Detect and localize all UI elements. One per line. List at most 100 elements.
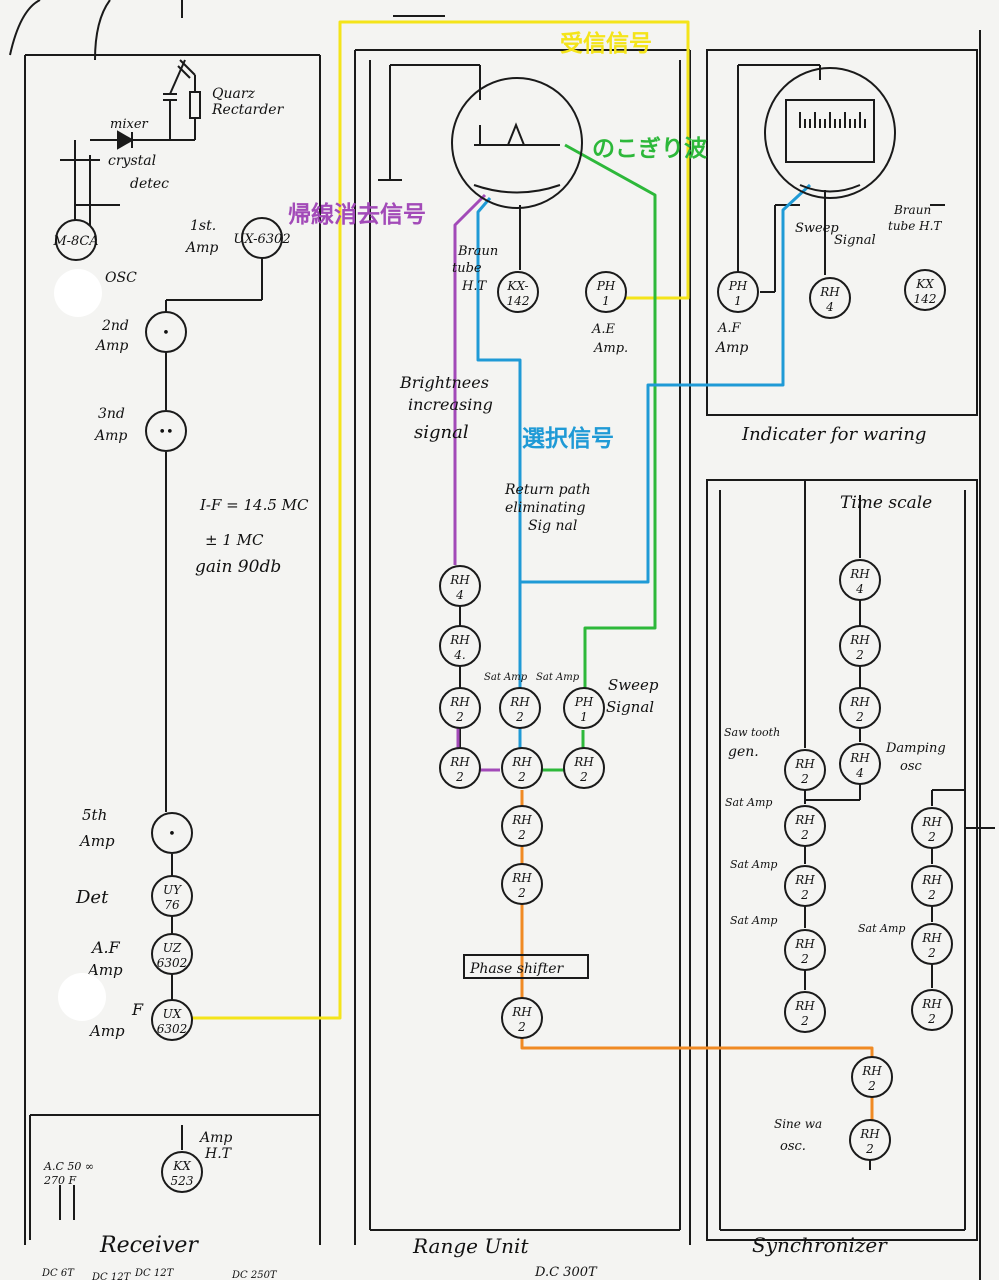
label-sweep2: Signal <box>606 698 654 716</box>
label-sat2: Sat Amp <box>730 858 777 871</box>
synchronizer-title: Synchronizer <box>752 1233 888 1257</box>
tube-label: RH <box>849 567 870 581</box>
tube-label: 4 <box>855 766 864 780</box>
tube-label: 1 <box>602 294 610 308</box>
tube-label: RH <box>794 999 815 1013</box>
label-damp1: Damping <box>885 741 946 756</box>
tube-t4: RH4 <box>839 743 881 785</box>
label-pf: F <box>131 1000 144 1019</box>
tube-label: 2 <box>855 648 864 662</box>
wire <box>177 65 191 79</box>
tube-circle <box>439 687 481 729</box>
sine-signal-path <box>520 790 874 1150</box>
lead-line <box>9 0 41 56</box>
tube-circle <box>784 805 826 847</box>
label-sawtooth-signal: のこぎり波 <box>592 135 708 162</box>
tube-label: 1 <box>580 710 588 724</box>
tube-circle <box>851 1056 893 1098</box>
tube-circle <box>904 269 946 311</box>
label-ind-sweep2: Signal <box>834 233 876 248</box>
tube-rh2b: RH2 <box>499 687 541 729</box>
tube-t7: RH2 <box>784 865 826 907</box>
tube-circle <box>911 989 953 1031</box>
indicator-panel <box>706 49 978 416</box>
tube-label: KX <box>915 277 934 291</box>
tube-label: 6302 <box>157 1022 188 1036</box>
tube-label: PH <box>574 695 594 709</box>
tube-label: RH <box>861 1064 882 1078</box>
tube-amp1: UX-6302 <box>233 217 291 259</box>
tube-label: 142 <box>507 294 530 308</box>
tube-circle <box>439 625 481 667</box>
label-crystal: crystal <box>108 153 156 169</box>
tube-circle <box>563 687 605 729</box>
label-dc1: DC 6T <box>41 1268 75 1279</box>
tube-label: RH <box>794 873 815 887</box>
label-sweep1: Sweep <box>608 676 659 694</box>
tube-label: 2 <box>927 888 936 902</box>
tube-r4: RH2 <box>911 989 953 1031</box>
tube-rh4b: RH4. <box>439 625 481 667</box>
tube-label: 2 <box>867 1079 876 1093</box>
indicator-title: Indicater for waring <box>741 424 926 445</box>
label-ac1: A.C 50 ∞ <box>43 1160 94 1173</box>
label-select-signal: 選択信号 <box>522 425 614 452</box>
label-ind-af1: A.F <box>717 321 742 336</box>
tube-label: 4. <box>453 648 465 662</box>
tube-label: RH <box>794 937 815 951</box>
label-rectifier: Rectarder <box>211 102 285 118</box>
label-sine2: osc. <box>780 1139 806 1154</box>
tube-label: 2 <box>455 710 464 724</box>
label-ae2: Amp. <box>593 341 628 356</box>
tube-circle <box>585 271 627 313</box>
tube-t1: RH4 <box>839 559 881 601</box>
label-ind-af2: Amp <box>714 340 748 356</box>
tube-label: 2 <box>865 1142 874 1156</box>
label-saw2: gen. <box>728 744 759 760</box>
tube-ph: PH1 <box>717 271 759 313</box>
tube-label: KX- <box>506 279 528 293</box>
label-af: A.F <box>90 938 121 957</box>
tube-circle <box>151 812 193 854</box>
tube-label: RH <box>921 873 942 887</box>
indicator-crt-tube <box>764 67 896 199</box>
tube-circle <box>501 863 543 905</box>
tube-circle <box>849 1119 891 1161</box>
tube-label: RH <box>449 755 470 769</box>
label-dc4: DC 12T <box>91 1272 132 1280</box>
tube-rh2a: RH2 <box>439 687 481 729</box>
tube-circle <box>145 410 187 452</box>
tube-label: RH <box>819 285 840 299</box>
tube-label: 2 <box>800 828 809 842</box>
tube-amp2: • <box>145 311 187 353</box>
tube-circle <box>439 747 481 789</box>
crt-base <box>473 184 561 194</box>
indicator-crt-ticks <box>799 112 866 128</box>
tube-label: UZ <box>163 941 182 955</box>
label-satamp2: Sat Amp <box>536 672 580 683</box>
label-braun3: H.T <box>461 279 487 294</box>
tube-kx: KX-142 <box>497 271 539 313</box>
tube-label: M-8CA <box>52 234 98 249</box>
tube-label: UY <box>163 883 182 897</box>
tube-circle <box>501 747 543 789</box>
label-phase-shifter: Phase shifter <box>469 961 564 977</box>
tube-circle <box>784 865 826 907</box>
tube-rh4: RH4 <box>809 277 851 319</box>
label-bright2: increasing <box>408 395 493 414</box>
text-labels: mixer Quarz Rectarder crystal detec OSC … <box>41 86 946 1280</box>
tube-label: RH <box>921 931 942 945</box>
label-if3: gain 90db <box>195 557 281 577</box>
tube-circle <box>911 923 953 965</box>
tube-ph_sweep: PH1 <box>563 687 605 729</box>
label-amp3b: Amp <box>93 428 127 444</box>
punch-hole <box>54 269 102 317</box>
tube-label: 2 <box>800 772 809 786</box>
label-ae1: A.E <box>591 322 616 337</box>
tube-label: 2 <box>927 1012 936 1026</box>
tube-r2: RH2 <box>911 865 953 907</box>
crt-base <box>799 184 861 193</box>
